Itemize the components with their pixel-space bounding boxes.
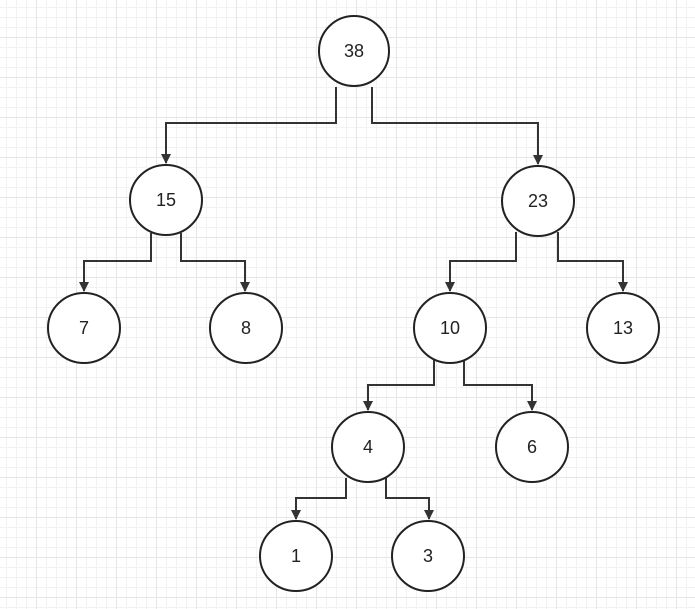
edge-38-15: [161, 87, 337, 164]
tree-node-23: 23: [501, 165, 575, 237]
node-label: 15: [156, 190, 176, 210]
node-circle: [318, 15, 390, 87]
tree-node-4: 4: [331, 411, 405, 483]
tree-node-6: 6: [495, 411, 569, 483]
tree-node-38: 38: [318, 15, 390, 87]
tree-node-10: 10: [413, 292, 487, 364]
tree-node-3: 3: [391, 520, 465, 592]
edge-4-3: [385, 478, 434, 520]
node-label: 38: [344, 41, 364, 61]
edge-4-1: [291, 478, 347, 520]
node-circle: [413, 292, 487, 364]
tree-node-13: 13: [586, 292, 660, 364]
node-circle: [495, 411, 569, 483]
node-circle: [501, 165, 575, 237]
node-label: 3: [423, 546, 433, 566]
edge-15-7: [79, 233, 152, 292]
tree-node-8: 8: [209, 292, 283, 364]
node-circle: [586, 292, 660, 364]
tree-node-7: 7: [47, 292, 121, 364]
node-circle: [47, 292, 121, 364]
edge-23-10: [445, 232, 517, 292]
node-circle: [259, 520, 333, 592]
edge-23-13: [557, 232, 628, 292]
tree-node-15: 15: [129, 164, 203, 236]
node-circle: [331, 411, 405, 483]
node-label: 8: [241, 318, 251, 338]
edge-10-6: [463, 360, 537, 411]
node-circle: [391, 520, 465, 592]
node-circle: [129, 164, 203, 236]
node-label: 6: [527, 437, 537, 457]
tree-node-1: 1: [259, 520, 333, 592]
edges: [79, 87, 628, 520]
node-label: 23: [528, 191, 548, 211]
node-label: 4: [363, 437, 373, 457]
node-label: 7: [79, 318, 89, 338]
node-label: 13: [613, 318, 633, 338]
edge-15-8: [180, 233, 250, 292]
node-label: 1: [291, 546, 301, 566]
edge-10-4: [363, 360, 435, 411]
node-circle: [209, 292, 283, 364]
edge-38-23: [371, 87, 543, 165]
node-label: 10: [440, 318, 460, 338]
